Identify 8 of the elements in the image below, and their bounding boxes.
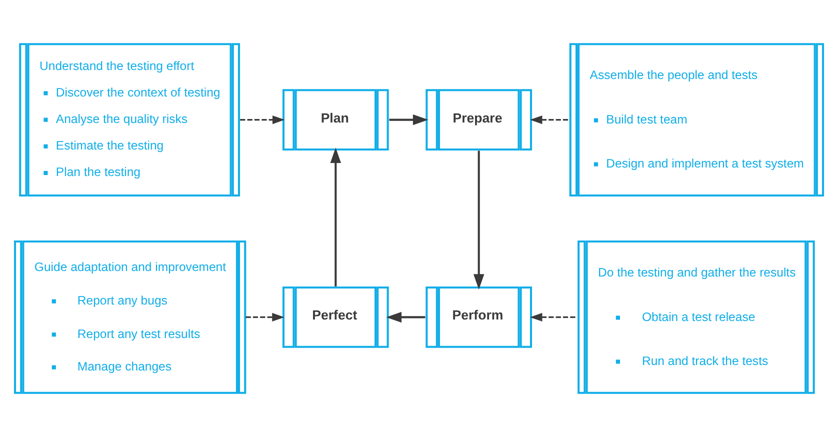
arrow — [240, 116, 284, 124]
arrow — [388, 114, 428, 126]
arrow — [386, 312, 425, 323]
arrow — [529, 312, 577, 322]
arrow — [472, 150, 484, 290]
arrow — [330, 148, 341, 286]
arrow — [529, 116, 568, 124]
arrow — [245, 312, 284, 322]
